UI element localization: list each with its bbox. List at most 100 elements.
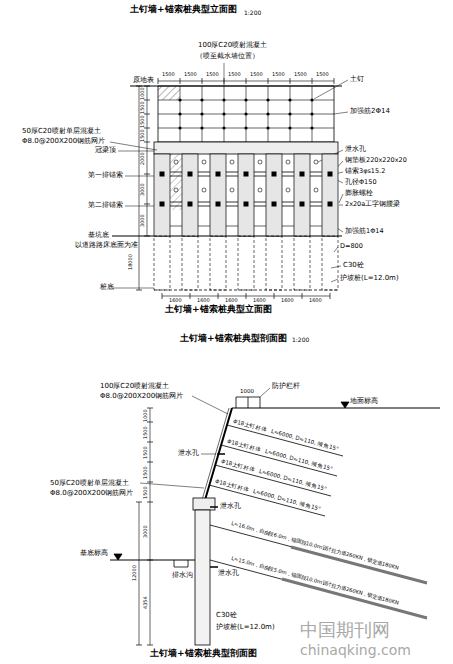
drain-hole <box>286 188 290 192</box>
drawing-label: 泄水孔 <box>218 570 239 578</box>
dimension-tick <box>302 293 303 299</box>
dimension-label: 2000 <box>140 152 145 165</box>
soil-nail-head <box>288 98 291 101</box>
dimension-label: 1600 <box>169 298 182 304</box>
watermark: 中国期刊网 <box>300 620 390 640</box>
retaining-pile <box>154 236 170 290</box>
dimension-label: 3000 <box>143 525 148 538</box>
crown-beam <box>154 142 338 154</box>
retaining-pile <box>182 236 198 290</box>
dimension-label: 1500 <box>250 72 263 78</box>
dimension-tick <box>180 78 181 84</box>
drawing-label: 膨胀螺栓 <box>345 190 373 197</box>
dimension-tick <box>158 78 159 84</box>
dimension-label: 1600 <box>225 298 238 304</box>
drawing-label: 钢垫板220x220x20 <box>345 157 407 164</box>
dimension-tick <box>334 78 335 84</box>
dimension-label: 18000 <box>128 254 133 270</box>
reinforcing-grid <box>158 86 334 142</box>
drawing-label: Φ8.0@200X200钢筋网片 <box>100 393 183 401</box>
dimension-label: 1500 <box>162 72 175 78</box>
dimension-tick <box>312 78 313 84</box>
dimension-tick <box>274 293 275 299</box>
soil-nail-head <box>310 112 313 115</box>
drawing-label: 基底标高 <box>80 550 108 558</box>
soil-nail-head <box>178 126 181 129</box>
base-level-line <box>110 560 195 561</box>
dimension-tick <box>144 100 150 101</box>
dimension-tick <box>246 293 247 299</box>
retaining-pile <box>238 236 254 290</box>
drain-pipe <box>210 454 225 567</box>
leader-line <box>140 388 270 488</box>
soil-nail-head <box>266 126 269 129</box>
drawing-label: 土钉 <box>350 76 364 84</box>
retaining-pile <box>266 236 282 290</box>
soil-nail-head <box>244 126 247 129</box>
dimension-label: 1000 <box>143 409 148 422</box>
crown-beam <box>193 498 215 510</box>
dimension-tick <box>246 78 247 84</box>
dimension-tick <box>202 78 203 84</box>
drawing-label: 2x20a工字钢腰梁 <box>345 201 400 208</box>
drawing-label: 以道路路床底面为准 <box>75 242 138 249</box>
nail-label: Φ18土钉杆体 <box>215 478 251 493</box>
nail-label: Φ18土钉杆体 <box>221 458 257 473</box>
drawing-label: 50厚C20喷射单层混凝土 <box>50 480 129 488</box>
anchor-head <box>300 202 305 207</box>
ground-line <box>232 407 440 408</box>
drawing-label: 孔径Φ150 <box>345 179 377 186</box>
dimension-tick <box>144 174 150 175</box>
drawing-label: D=800 <box>340 243 363 250</box>
dimension-tick <box>136 290 142 291</box>
drawing-label: 锚索3φs15.2 <box>345 168 385 175</box>
dimension-tick <box>147 408 153 409</box>
retaining-pile <box>322 154 338 236</box>
retaining-pile <box>294 236 310 290</box>
drawing-label: 加强筋1Φ14 <box>345 228 384 235</box>
soil-nail-head <box>200 112 203 115</box>
retaining-pile <box>210 154 226 236</box>
dimension-tick <box>147 502 153 503</box>
drawing-label: 冠梁顶 <box>95 147 116 155</box>
anchor-head <box>188 202 193 207</box>
dimension-tick <box>218 293 219 299</box>
retaining-pile <box>322 236 338 290</box>
drawing-label: 防护栏杆 <box>272 383 300 391</box>
shotcrete-hatch <box>158 86 180 100</box>
dimension-tick <box>147 482 153 483</box>
watermark: chinaqking.com <box>300 643 411 658</box>
anchor-head <box>300 172 305 177</box>
anchor-head <box>216 172 221 177</box>
guard-railing <box>236 397 260 408</box>
drawing-label: 护坡桩(L=12.0m) <box>216 624 275 632</box>
retaining-pile <box>182 154 198 236</box>
dimension-label: 1500 <box>143 426 148 439</box>
soil-nail-head <box>200 126 203 129</box>
soil-nail-head <box>222 112 225 115</box>
drawing-title: 土钉墙+锚索桩典型立面图 <box>130 5 237 15</box>
dimension-label: 1600 <box>281 298 294 304</box>
dimension-tick <box>136 502 142 503</box>
dimension-tick <box>147 462 153 463</box>
leader-line <box>110 63 348 288</box>
retaining-pile <box>238 154 254 236</box>
drawing-label: Φ8.0@200X200钢筋网片 <box>50 490 133 498</box>
drawing-label: 泄水孔 <box>220 503 241 511</box>
drawing-label: 基坑底 <box>88 232 109 240</box>
dimension-tick <box>144 204 150 205</box>
soil-nail <box>209 425 343 516</box>
anchor-head <box>328 172 333 177</box>
dimension-tick <box>224 78 225 84</box>
dimension-tick <box>136 645 142 646</box>
dimension-label: 4354 <box>143 596 148 609</box>
dimension-tick <box>144 128 150 129</box>
dimension-tick <box>147 645 153 646</box>
nail-label: Φ18土钉杆体 <box>227 438 263 453</box>
drawing-label: 泄水孔 <box>345 146 366 154</box>
nail-label: Φ18土钉杆体 <box>233 418 269 433</box>
drawing-label: 泄水孔 <box>178 450 199 458</box>
drawing-label: 第一排锚索 <box>88 172 123 180</box>
drain-hole <box>286 160 290 164</box>
drain-ditch <box>174 560 188 567</box>
